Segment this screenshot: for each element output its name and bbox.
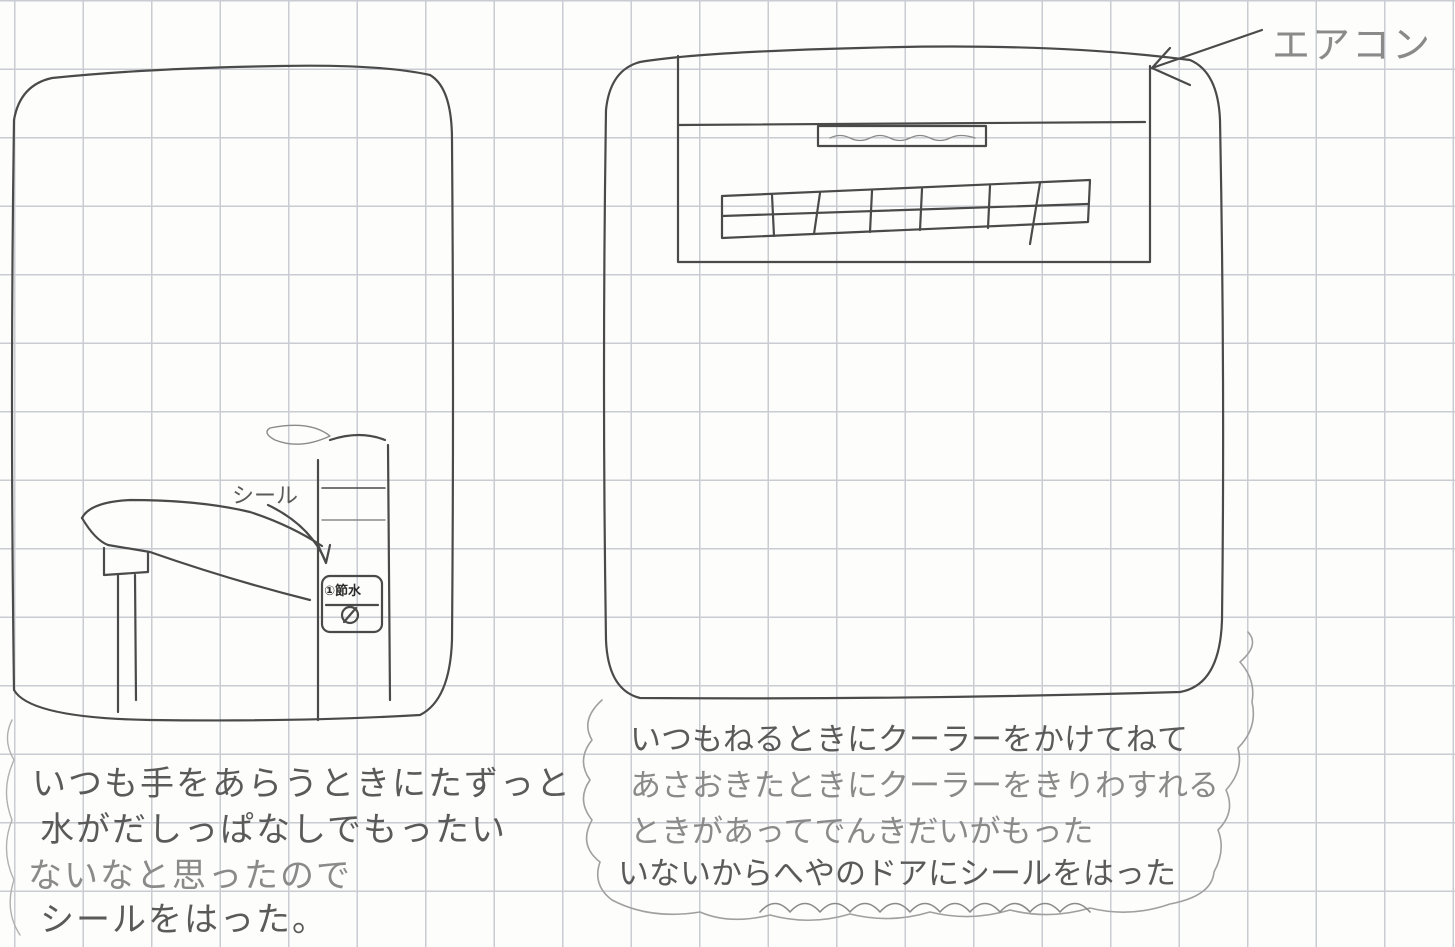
faucet-handle (267, 425, 330, 444)
aircon-unit (678, 56, 1150, 262)
left-caption-line-1: いつも手をあらうときにたずっと (32, 762, 572, 807)
right-caption-line-4: いないからへやのドアにシールをはった (618, 852, 1176, 896)
right-caption-line-2: あさおきたときにクーラーをきりわすれる (630, 764, 1219, 808)
right-caption-line-3: ときがあってでんきだいがもった (630, 810, 1093, 854)
left-caption-line-4: シールをはった。 (40, 898, 328, 943)
sticker-text-top: ①節水 (324, 580, 361, 599)
right-panel-frame (604, 47, 1223, 699)
sticker-label: シール (232, 478, 298, 510)
left-caption-line-2: 水がだしっぱなしでもったい (40, 808, 507, 853)
left-caption-line-3: ないなと思ったので (28, 854, 352, 899)
left-panel-frame (12, 66, 453, 721)
left-caption-cloud (6, 720, 20, 935)
aircon-label: エアコン (1272, 14, 1432, 69)
right-caption-line-1: いつもねるときにクーラーをかけてねて (630, 718, 1188, 762)
faucet-nozzle (104, 548, 148, 575)
